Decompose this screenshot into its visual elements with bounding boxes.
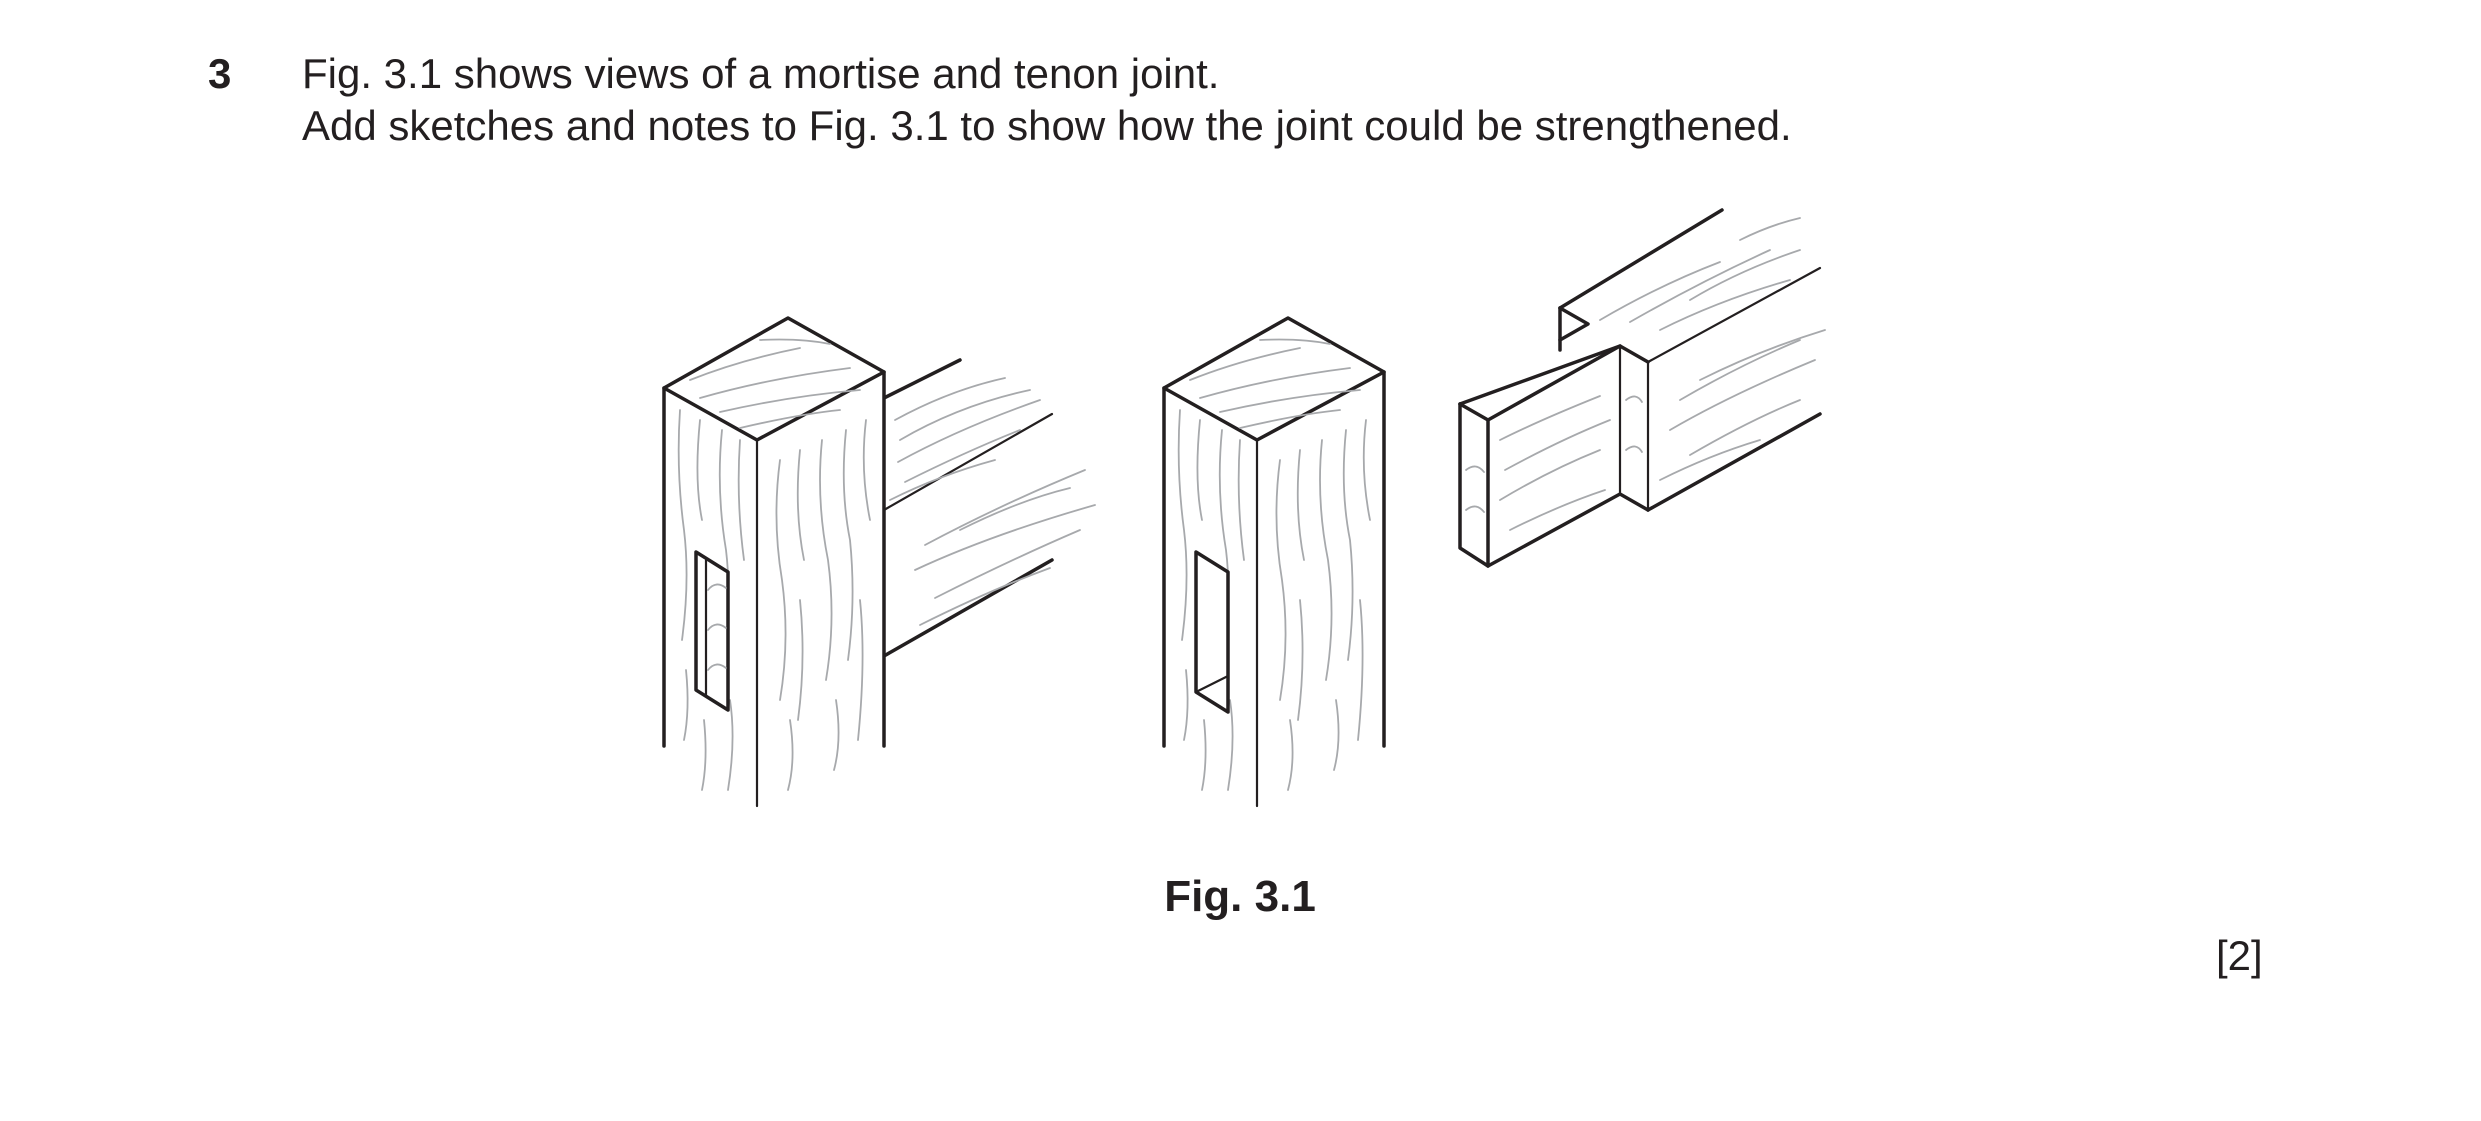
question-line-1: Fig. 3.1 shows views of a mortise and te…	[302, 50, 1220, 97]
question-text: Fig. 3.1 shows views of a mortise and te…	[302, 48, 1792, 152]
mortise-post-drawing	[1162, 316, 1386, 808]
marks-allocation: [2]	[2216, 932, 2263, 979]
question-number: 3	[208, 50, 232, 97]
figure-caption: Fig. 3.1	[1164, 872, 1316, 921]
assembled-joint-drawing	[662, 316, 1096, 808]
assembled-post	[662, 316, 886, 808]
tenon-rail-drawing	[1458, 208, 1826, 568]
question-line-2: Add sketches and notes to Fig. 3.1 to sh…	[302, 102, 1792, 149]
assembled-rail	[882, 358, 1096, 658]
